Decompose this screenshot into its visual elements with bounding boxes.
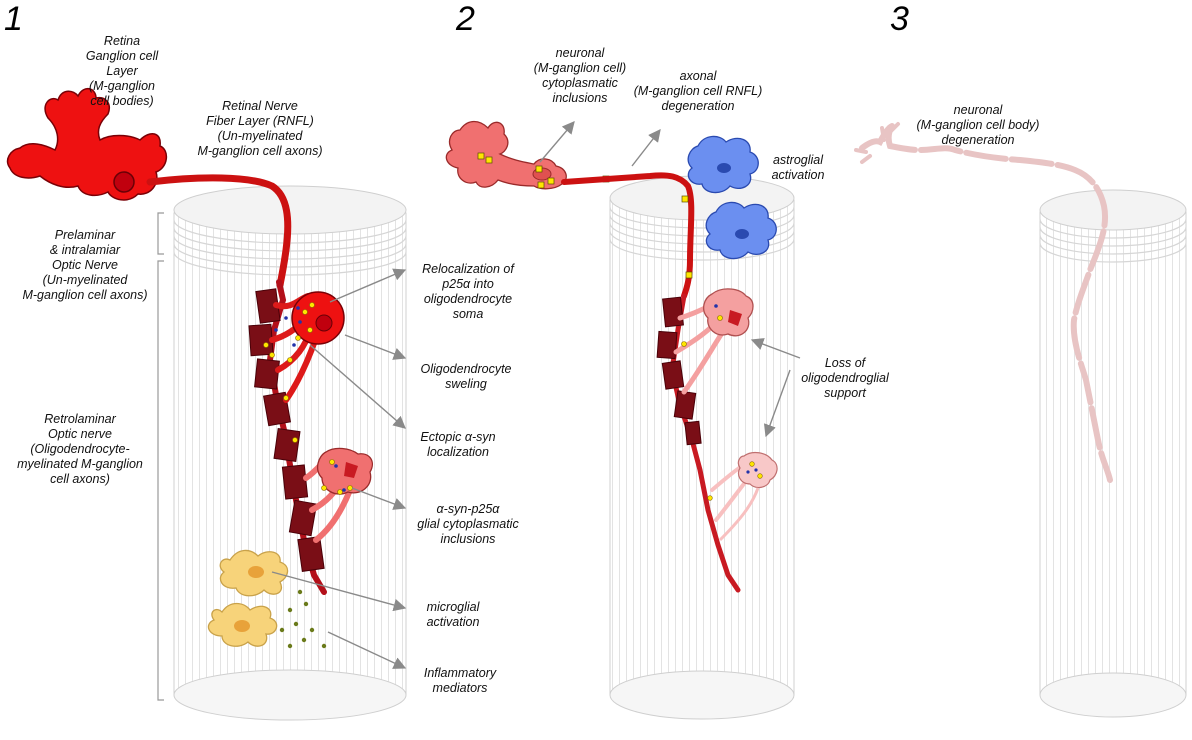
label-prelaminar: Prelaminar & intralamiar Optic Nerve (Un… xyxy=(22,228,148,302)
oligodendrocyte-degenerating xyxy=(673,288,778,542)
astrocytes xyxy=(687,135,777,260)
inflammatory-mediators xyxy=(279,589,327,649)
label-swelling: Oligodendrocyte sweling xyxy=(420,362,512,391)
panel-number-1: 1 xyxy=(4,0,23,38)
label-relocalization: Relocalization of p25α into oligodendroc… xyxy=(422,262,514,321)
microglia-cells xyxy=(207,549,289,647)
oligodendrocyte-inclusions xyxy=(303,447,373,543)
label-inflammatory: Inflammatory mediators xyxy=(423,666,497,695)
label-neuronal-degeneration: neuronal (M-ganglion cell body) degenera… xyxy=(916,103,1040,147)
label-rnfl: Retinal Nerve Fiber Layer (RNFL) (Un-mye… xyxy=(197,99,323,158)
optic-nerve-cylinder-3 xyxy=(1039,189,1187,718)
arrows-panel-2 xyxy=(539,121,801,438)
ganglion-cell-body-1 xyxy=(6,87,292,289)
optic-nerve-cylinder-2 xyxy=(609,175,795,720)
label-loss-support: Loss of oligodendroglial support xyxy=(801,356,889,400)
panel-number-2: 2 xyxy=(455,0,475,38)
label-astroglial: astroglial activation xyxy=(771,153,825,182)
label-neuronal-inclusions: neuronal (M-ganglion cell) cytoplasmatic… xyxy=(533,46,627,105)
label-microglial: microglial activation xyxy=(426,600,480,629)
arrows-panel-1 xyxy=(271,268,407,669)
label-inclusions: α-syn-p25α glial cytoplasmatic inclusion… xyxy=(417,502,519,546)
ganglion-cell-body-2 xyxy=(445,120,695,299)
label-retrolaminar: Retrolaminar Optic nerve (Oligodendrocyt… xyxy=(17,412,143,486)
degenerated-neuron-3 xyxy=(854,118,1113,483)
oligodendrocyte-swollen xyxy=(263,291,345,443)
brackets xyxy=(157,212,164,701)
label-ectopic: Ectopic α-syn localization xyxy=(420,430,496,459)
panel-number-3: 3 xyxy=(890,0,909,38)
label-axonal-degeneration: axonal (M-ganglion cell RNFL) degenerati… xyxy=(633,69,763,113)
label-retina-gcl: Retina Ganglion cell Layer (M-ganglion c… xyxy=(85,34,159,108)
